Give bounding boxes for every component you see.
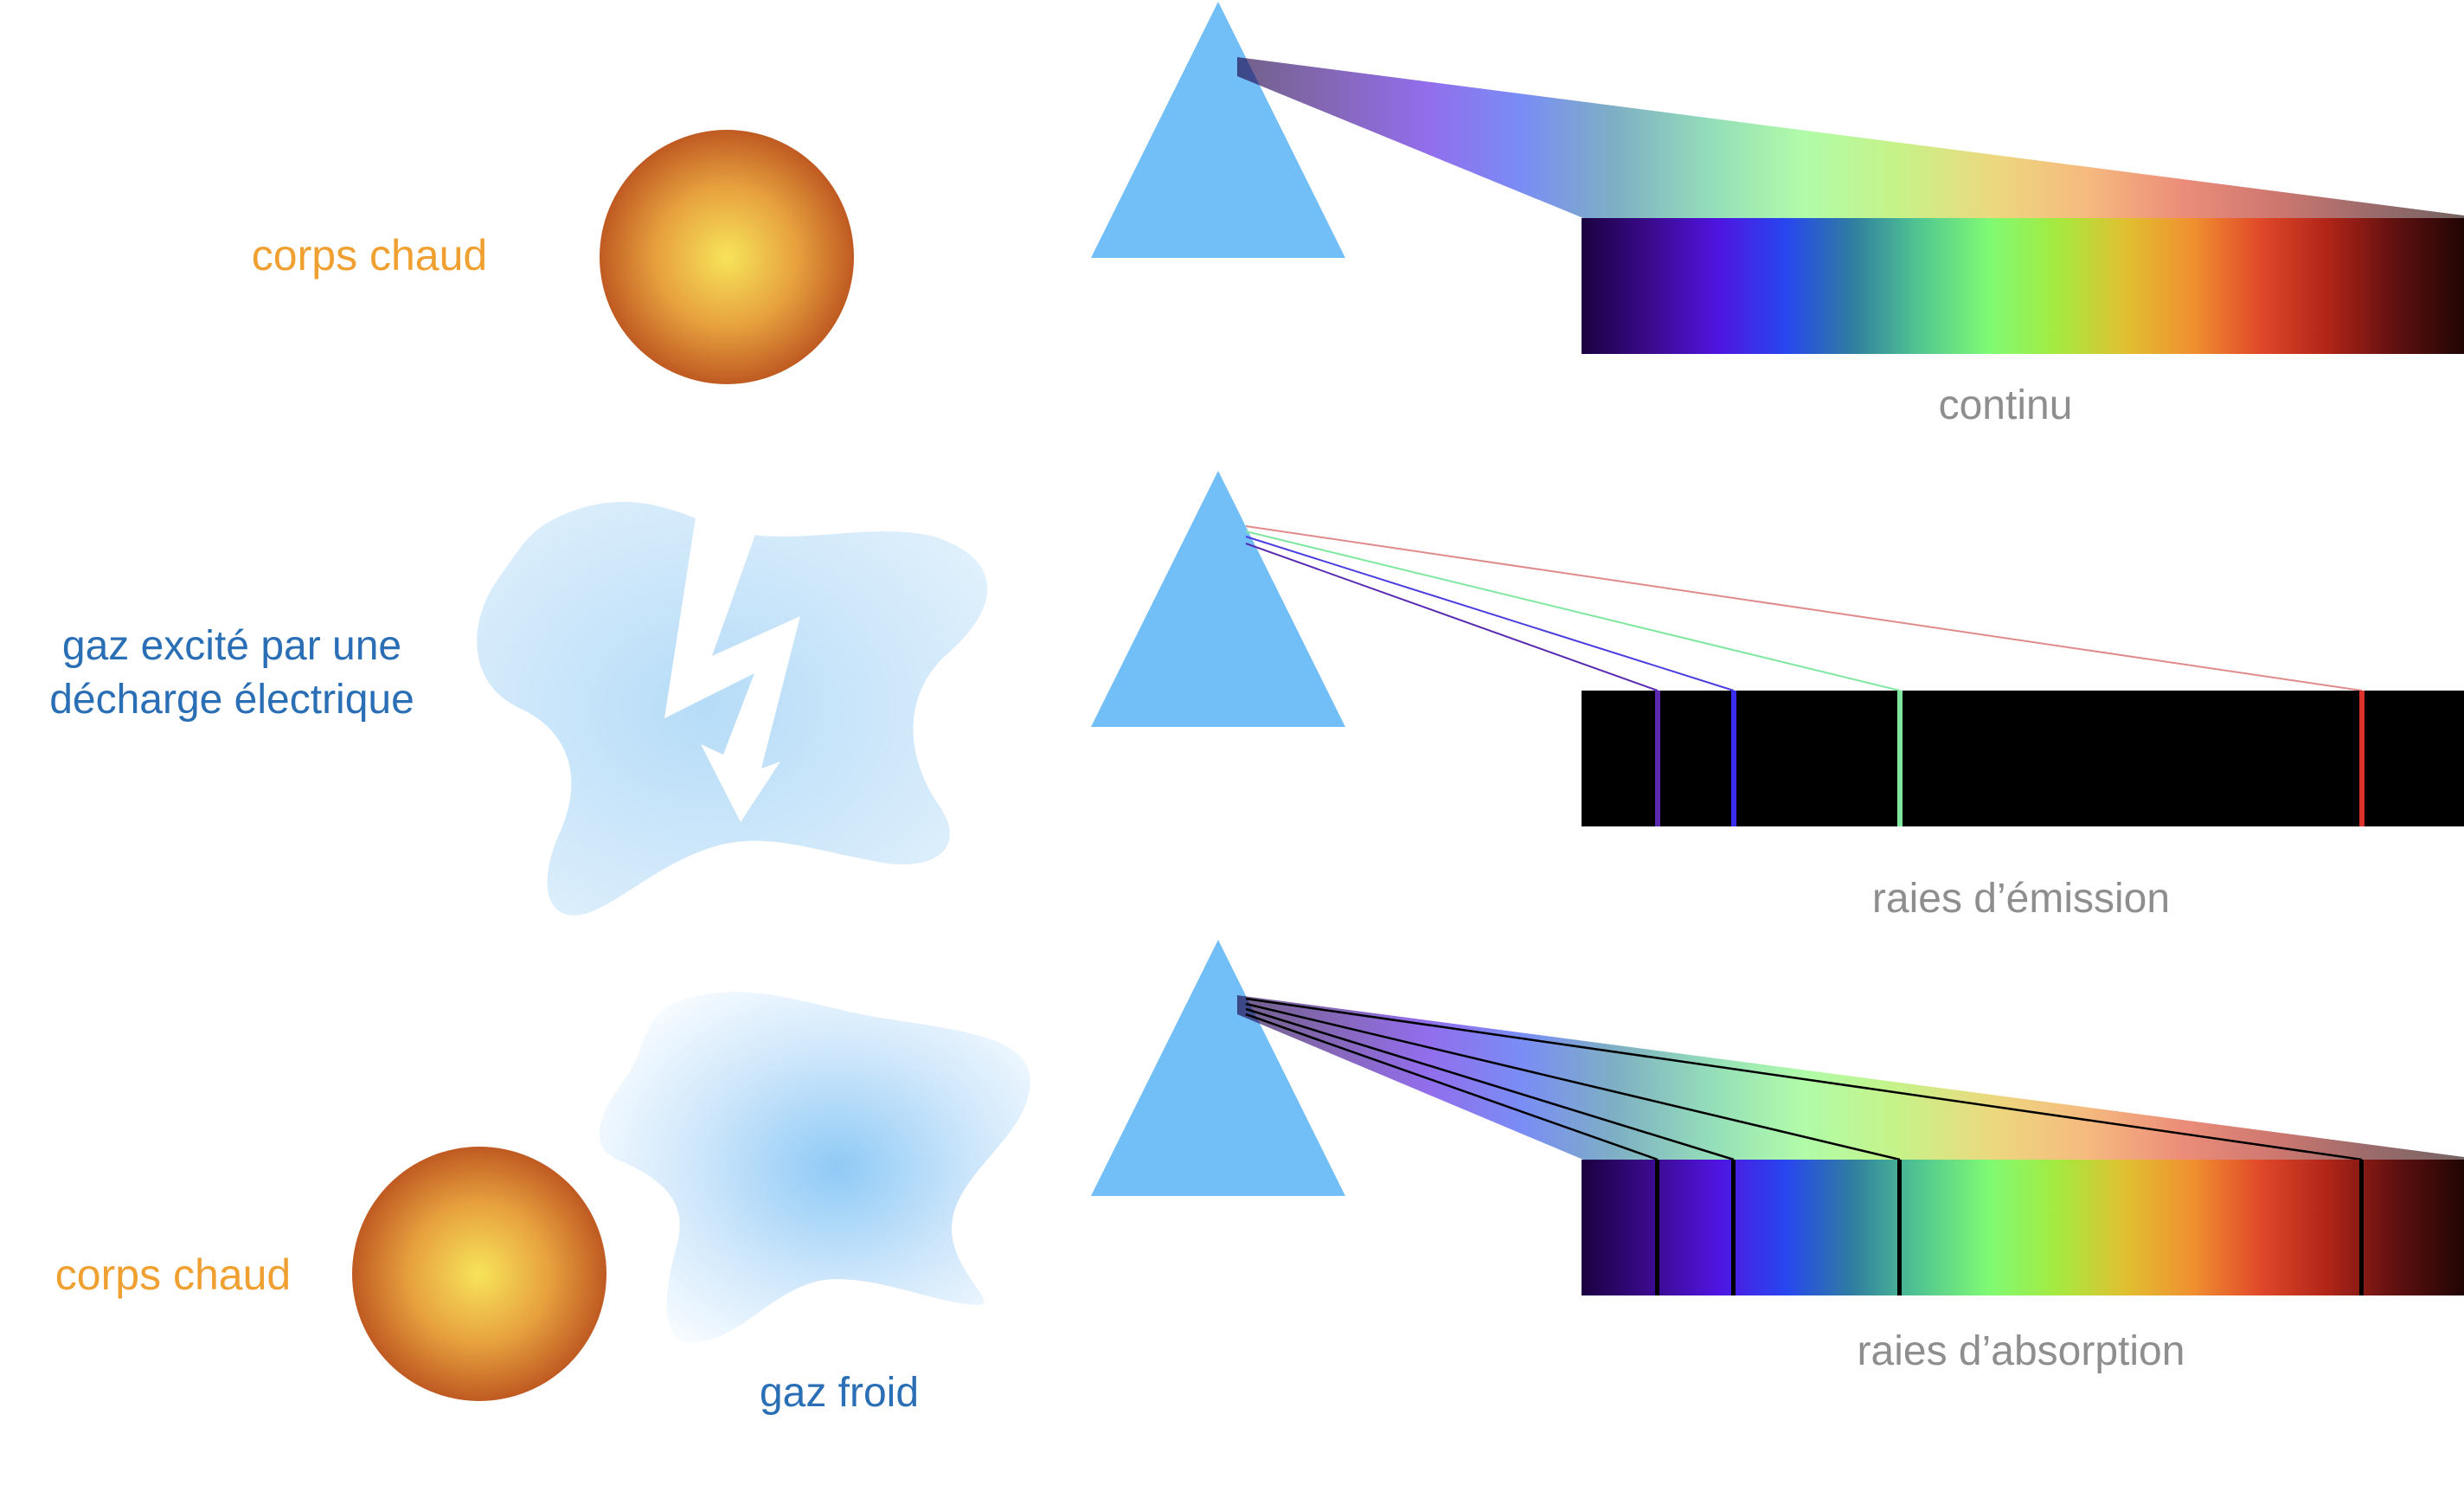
continuous-spectrum-band xyxy=(1582,218,2464,354)
cold-gas-label: gaz froid xyxy=(760,1370,919,1416)
hot-body-sun-icon xyxy=(352,1147,606,1401)
absorption-ray-2 xyxy=(1245,1007,1735,1161)
emission-line xyxy=(1655,691,1660,826)
hot-body-label: corps chaud xyxy=(55,1250,291,1299)
absorption-line xyxy=(2359,1160,2364,1295)
emission-ray-2 xyxy=(1245,536,1735,691)
spectrum-caption-emission: raies d’émission xyxy=(1872,876,2170,922)
row-emission: gaz excité par une décharge électrique r… xyxy=(49,471,2464,922)
absorption-ray-3 xyxy=(1245,1002,1901,1161)
absorption-spectrum-band xyxy=(1582,1160,2464,1295)
absorption-line xyxy=(1731,1160,1736,1295)
absorption-ray-1 xyxy=(1245,1012,1659,1161)
excited-gas-cloud xyxy=(477,502,988,916)
absorption-line xyxy=(1897,1160,1902,1295)
emission-ray-1 xyxy=(1245,543,1659,691)
spectrum-caption-continuous: continu xyxy=(1939,382,2073,428)
prism-triangle xyxy=(1091,940,1345,1196)
light-fan xyxy=(1237,57,2464,218)
emission-ray-3 xyxy=(1245,530,1901,691)
emission-spectrum-band xyxy=(1582,691,2464,826)
hot-body-label: corps chaud xyxy=(252,231,487,280)
row-absorption: corps chaud gaz froid raies d’absorption xyxy=(55,940,2464,1416)
absorption-line xyxy=(1655,1160,1659,1295)
excited-gas-label-line-2: décharge électrique xyxy=(49,677,414,723)
light-fan xyxy=(1237,995,2464,1160)
absorption-ray-4 xyxy=(1245,997,2363,1161)
emission-line xyxy=(2359,691,2365,826)
lightning-bolt-icon xyxy=(664,518,800,822)
row-continuous: corps chaud continu xyxy=(252,2,2464,428)
prism-triangle xyxy=(1091,471,1345,727)
hot-body-sun-icon xyxy=(600,130,854,384)
spectrum-caption-absorption: raies d’absorption xyxy=(1858,1328,2185,1374)
emission-line xyxy=(1731,691,1736,826)
cold-gas-cloud xyxy=(599,992,1030,1344)
emission-ray-4 xyxy=(1245,525,2363,691)
prism-triangle xyxy=(1091,2,1345,258)
emission-line xyxy=(1897,691,1903,826)
excited-gas-label-line-1: gaz excité par une xyxy=(62,623,401,669)
